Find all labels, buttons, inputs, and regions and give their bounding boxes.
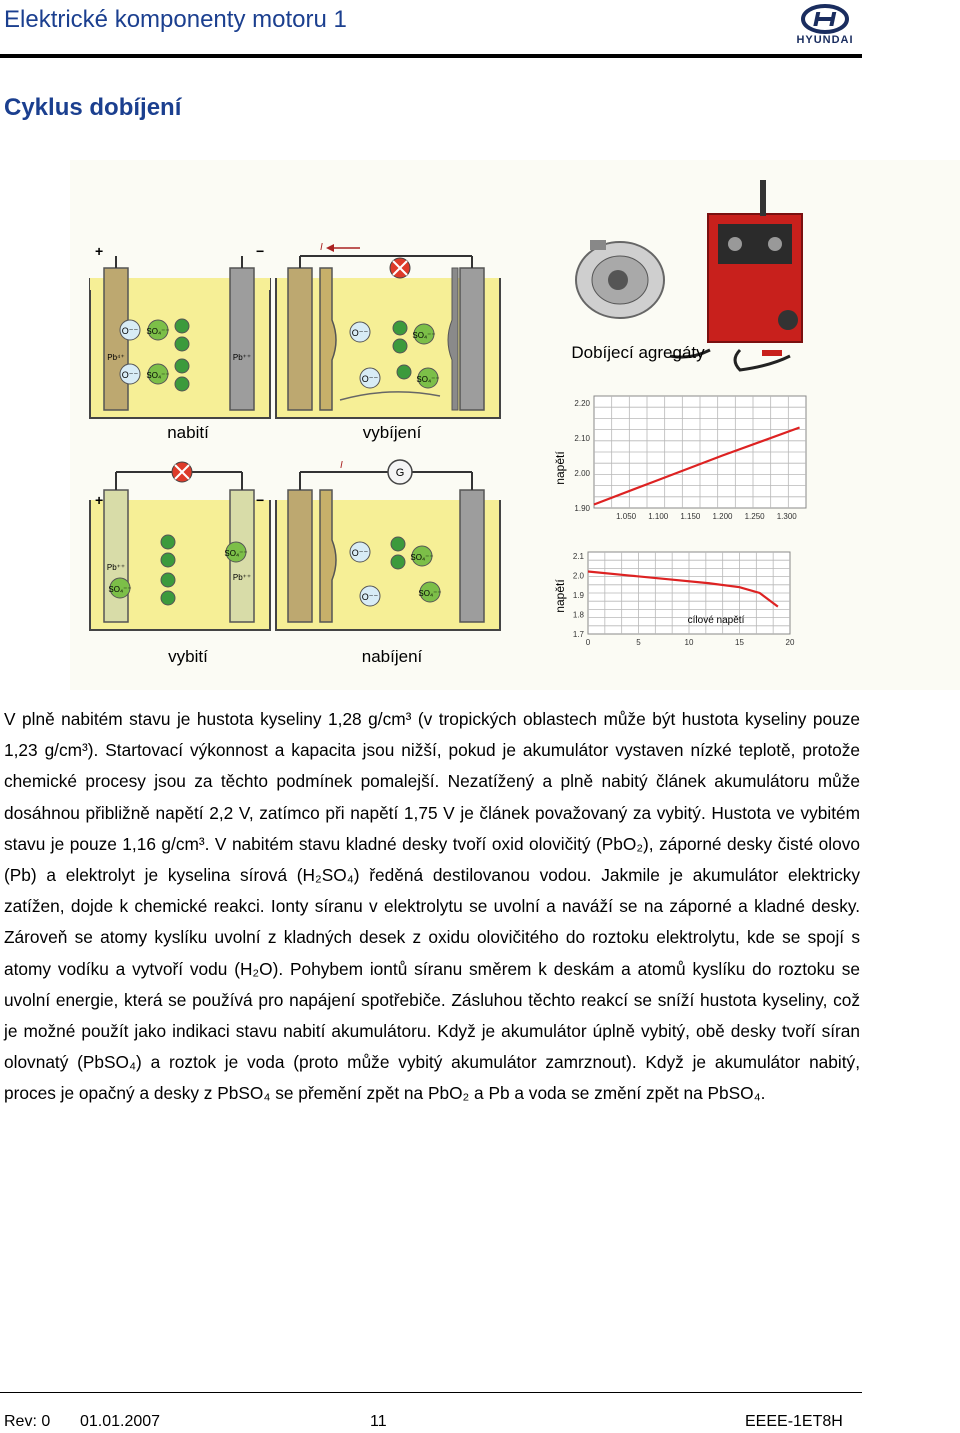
chart-y-tick-label: 2.10 [574, 434, 590, 443]
ion-o-label: O⁻⁻ [352, 328, 369, 338]
chart-x-tick-label: 20 [786, 638, 795, 647]
chargers-caption: Dobíjecí agregáty [571, 343, 705, 362]
footer-document-code: EEEE-1ET8H [745, 1413, 843, 1430]
logo-wordmark: HYUNDAI [796, 34, 854, 46]
svg-text:+: + [95, 492, 103, 508]
chart-y-tick-label: 2.20 [574, 399, 590, 408]
chart-x-tick-label: 1.050 [616, 512, 637, 521]
section-heading: Cyklus dobíjení [4, 94, 182, 121]
hyundai-logo: HYUNDAI [790, 4, 860, 48]
body-paragraph: V plně nabitém stavu je hustota kyseliny… [4, 709, 860, 1104]
footer-revision: Rev: 0 [4, 1413, 51, 1430]
ion-so4-label: SO₄⁻⁻ [410, 553, 433, 562]
label-charged: nabití [167, 423, 209, 442]
ion-pb-label: Pb⁺⁺ [233, 353, 251, 362]
alternator-image [575, 240, 665, 319]
ion-o-label: O⁻⁻ [352, 548, 369, 558]
chart-y-tick-label: 2.1 [573, 552, 585, 561]
document-title: Elektrické komponenty motoru 1 [4, 6, 347, 33]
chart-x-tick-label: 0 [586, 638, 591, 647]
current-label: I [340, 460, 343, 471]
ion-o-label: O⁻⁻ [362, 374, 379, 384]
chart-series-line [587, 570, 779, 608]
chart-y-tick-label: 1.8 [573, 610, 585, 619]
ion-so4-label: SO₄⁻⁻ [146, 371, 169, 380]
ion-o-label: O⁻⁻ [362, 592, 379, 602]
battery-cycle-figure: O⁻⁻ O⁻⁻ SO₄⁻⁻ SO₄⁻⁻ Pb⁺⁺ Pb⁴⁺ + − I [70, 160, 960, 690]
charger-image [669, 180, 803, 372]
body-text: V plně nabitém stavu je hustota kyseliny… [4, 704, 860, 1110]
cell-discharged: SO₄⁻⁻ SO₄⁻⁻ Pb⁺⁺ Pb⁺⁺ + − [89, 461, 271, 631]
cell-charged: O⁻⁻ O⁻⁻ SO₄⁻⁻ SO₄⁻⁻ Pb⁺⁺ Pb⁴⁺ + − [89, 243, 271, 419]
svg-text:+: + [95, 243, 103, 259]
chart-x-tick-label: 1.150 [680, 512, 701, 521]
chart-x-tick-label: 1.250 [745, 512, 766, 521]
label-discharged: vybití [168, 647, 208, 666]
chart-voltage-time: 1.7 1.8 1.9 2.0 2.1 0 5 10 15 20 [573, 551, 795, 647]
footer-page-number: 11 [370, 1413, 387, 1430]
chart-y-tick-label: 2.00 [574, 469, 590, 478]
chart-y-tick-label: 1.9 [573, 591, 585, 600]
footer-date: 01.01.2007 [80, 1413, 161, 1430]
header-rule [0, 54, 862, 58]
chart-x-tick-label: 5 [636, 638, 641, 647]
chart2-ylabel: napětí [553, 579, 567, 613]
ion-o-label: O⁻⁻ [122, 370, 139, 380]
ion-pb-label: Pb⁺⁺ [233, 573, 251, 582]
chart-series-line [593, 426, 800, 506]
chart-x-tick-label: 1.200 [712, 512, 733, 521]
ion-pb-label: Pb⁺⁺ [107, 563, 125, 572]
figure-svg: O⁻⁻ O⁻⁻ SO₄⁻⁻ SO₄⁻⁻ Pb⁺⁺ Pb⁴⁺ + − I [70, 160, 960, 690]
chart-x-tick-label: 1.300 [777, 512, 798, 521]
chart2-annotation: cílové napětí [688, 615, 745, 626]
label-discharging: vybíjení [363, 423, 422, 442]
ion-so4-label: SO₄⁻⁻ [412, 331, 435, 340]
chart-y-tick-label: 1.90 [574, 504, 590, 513]
chart-x-tick-label: 1.100 [648, 512, 669, 521]
ion-so4-label: SO₄⁻⁻ [224, 549, 247, 558]
chart-y-tick-label: 2.0 [573, 571, 585, 580]
cell-charging: G I O⁻⁻ O⁻⁻ SO₄⁻⁻ SO₄⁻⁻ [275, 459, 501, 631]
ion-so4-label: SO₄⁻⁻ [146, 327, 169, 336]
svg-text:−: − [256, 492, 264, 508]
chart1-ylabel: napětí [553, 451, 567, 485]
label-charging: nabíjení [362, 647, 423, 666]
ion-so4-label: SO₄⁻⁻ [108, 585, 131, 594]
chart-voltage-density: 1.90 2.00 2.10 2.20 1.050 1.100 1.150 1.200 1.25… [574, 395, 807, 521]
ion-so4-label: SO₄⁻⁻ [418, 589, 441, 598]
chart-x-tick-label: 15 [735, 638, 744, 647]
hyundai-emblem-icon [801, 4, 849, 34]
ion-so4-label: SO₄⁻⁻ [416, 375, 439, 384]
chart-y-tick-label: 1.7 [573, 630, 585, 639]
chart-x-tick-label: 10 [685, 638, 694, 647]
current-label: I [320, 242, 323, 253]
footer-rule [0, 1392, 862, 1393]
generator-label: G [396, 467, 405, 479]
svg-text:−: − [256, 243, 264, 259]
cell-discharging: I O⁻⁻ O⁻⁻ SO₄⁻⁻ SO₄⁻⁻ [275, 242, 501, 419]
ion-pb4-label: Pb⁴⁺ [107, 353, 124, 362]
ion-o-label: O⁻⁻ [122, 326, 139, 336]
